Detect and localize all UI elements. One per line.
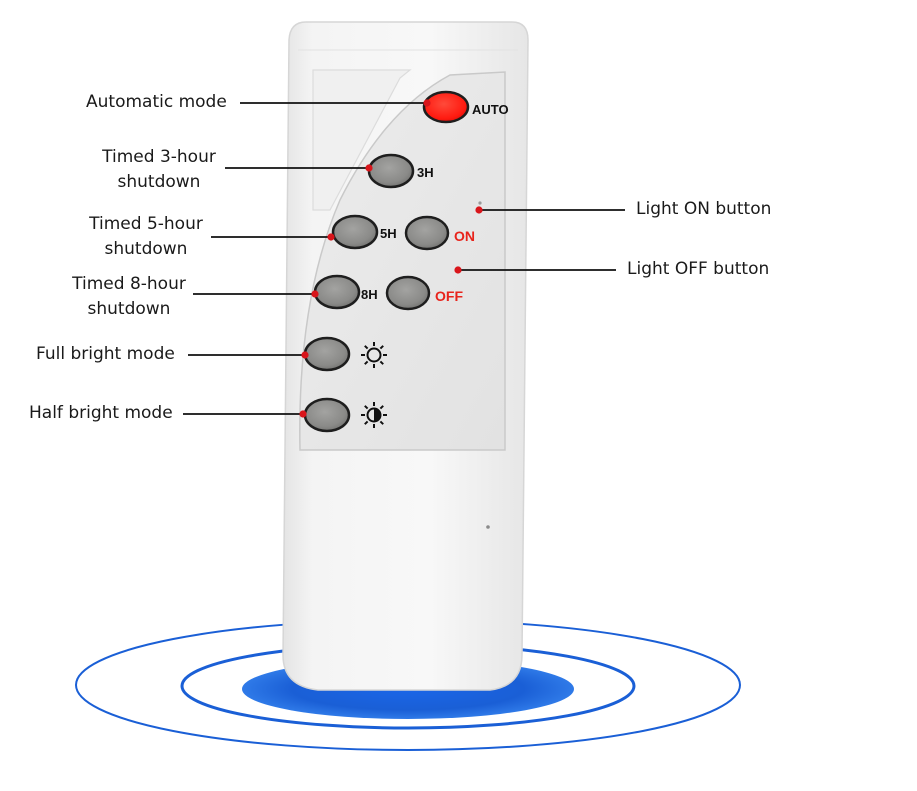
dot-timed-8h (311, 290, 319, 298)
dot-half-bright (299, 410, 307, 418)
light-off-button[interactable] (385, 275, 431, 311)
callout-timed-3h-line2: shutdown (117, 172, 201, 192)
button-panel (299, 71, 506, 451)
callout-half-bright: Half bright mode (29, 401, 173, 426)
half-bright-button[interactable] (303, 397, 351, 433)
remote-emboss-chevron (312, 69, 412, 211)
callout-timed-3h-line1: Timed 3-hour (102, 147, 216, 167)
callout-timed-5h: Timed 5-hour shutdown (83, 212, 209, 262)
sun-icon (361, 342, 387, 368)
callout-timed-8h: Timed 8-hour shutdown (66, 272, 192, 322)
body-dot (486, 525, 490, 529)
half-sun-icon (361, 402, 387, 428)
callout-full-bright: Full bright mode (36, 342, 175, 367)
callout-automatic-mode: Automatic mode (86, 90, 227, 115)
auto-button[interactable] (422, 90, 470, 124)
remote-buttons (303, 90, 470, 433)
callout-light-on: Light ON button (636, 197, 771, 222)
callout-timed-8h-line2: shutdown (87, 299, 171, 319)
callout-timed-5h-line2: shutdown (104, 239, 188, 259)
callout-dots (299, 99, 483, 418)
dot-timed-5h (327, 233, 335, 241)
callout-half-bright-text: Half bright mode (29, 403, 173, 423)
auto-key-label: AUTO (472, 102, 509, 117)
light-on-key-label: ON (454, 228, 475, 244)
timer-3h-key-label: 3H (417, 165, 434, 180)
dot-light-on (475, 206, 483, 214)
dot-timed-3h (365, 164, 373, 172)
timer-5h-key-label: 5H (380, 226, 397, 241)
dot-full-bright (301, 351, 309, 359)
full-bright-button[interactable] (303, 336, 351, 372)
timer-8h-button[interactable] (313, 274, 361, 310)
dot-light-off (454, 266, 462, 274)
callout-lines (183, 102, 625, 415)
callout-light-off-text: Light OFF button (627, 259, 770, 279)
timer-5h-button[interactable] (331, 214, 379, 250)
callout-automatic-mode-text: Automatic mode (86, 92, 227, 112)
callout-full-bright-text: Full bright mode (36, 344, 175, 364)
callout-timed-5h-line1: Timed 5-hour (89, 214, 203, 234)
light-on-button[interactable] (404, 215, 450, 251)
callout-timed-8h-line1: Timed 8-hour (72, 274, 186, 294)
callout-timed-3h: Timed 3-hour shutdown (96, 145, 222, 195)
timer-8h-key-label: 8H (361, 287, 378, 302)
callout-light-on-text: Light ON button (636, 199, 772, 219)
timer-3h-button[interactable] (367, 153, 415, 189)
body-dot (478, 201, 482, 205)
callout-light-off: Light OFF button (627, 257, 769, 282)
dot-automatic-mode (423, 99, 431, 107)
light-off-key-label: OFF (435, 288, 463, 304)
